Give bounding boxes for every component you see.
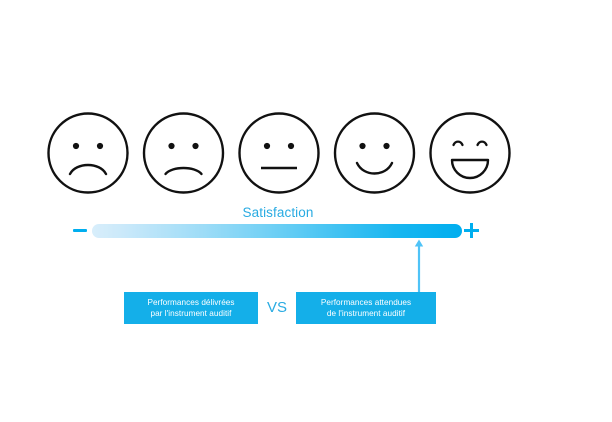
scale-title: Satisfaction [242,205,314,220]
expected-performance-line2: de l'instrument auditif [326,309,406,318]
expectation-pointer-arrow [414,239,424,294]
face-very-unhappy-icon [47,112,129,194]
versus-label: VS [266,299,287,316]
delivered-performance-box[interactable]: Performances délivrées par l'instrument … [124,292,258,324]
delivered-performance-line2: par l'instrument auditif [150,309,232,318]
satisfaction-gradient-bar[interactable] [92,224,462,238]
scale-minus-icon [73,229,87,232]
face-very-happy-icon [429,112,511,194]
face-unhappy-icon [142,112,225,194]
face-happy-icon [333,112,416,194]
delivered-performance-line1: Performances délivrées [147,297,235,307]
expected-performance-line1: Performances attendues [320,297,412,307]
expected-performance-box[interactable]: Performances attendues de l'instrument a… [296,292,436,324]
scale-plus-icon [464,223,479,238]
face-neutral-icon [238,112,320,194]
